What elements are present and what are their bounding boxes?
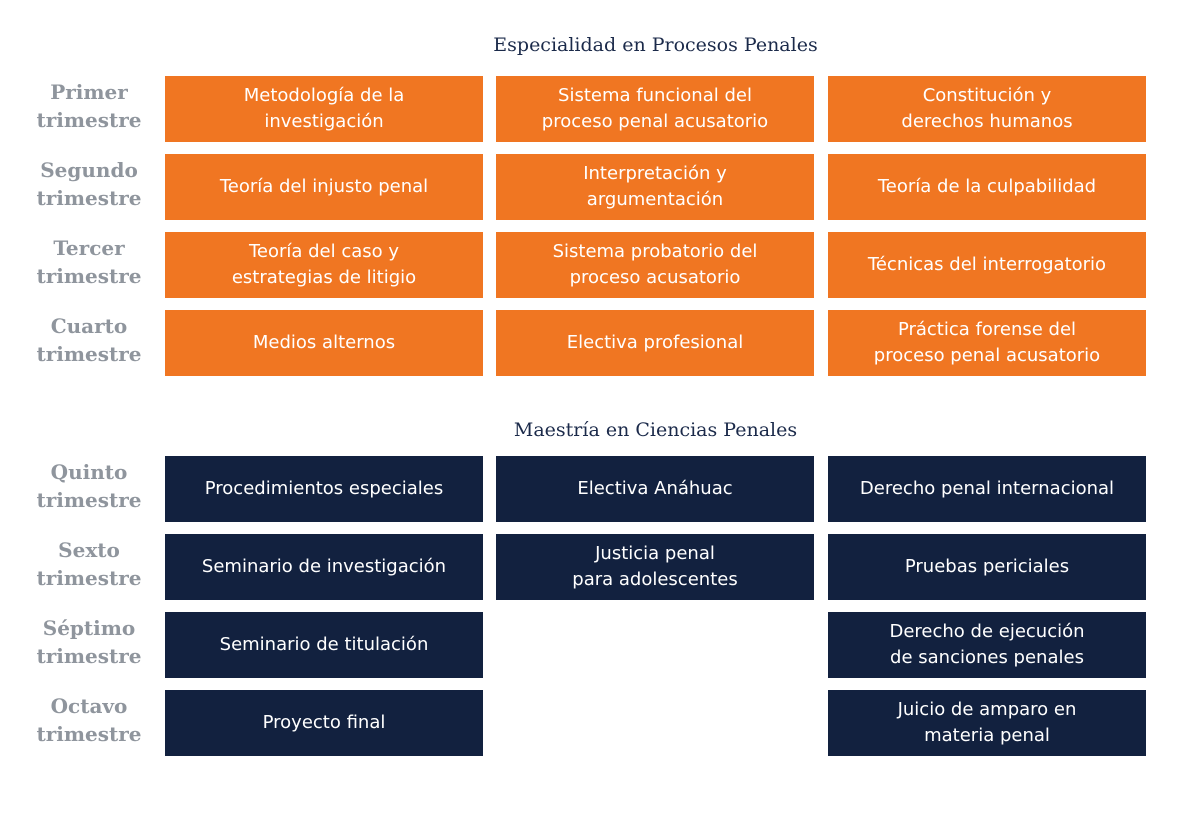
course-derecho-ejecucion-sanciones: Derecho de ejecución de sanciones penale… — [828, 612, 1146, 678]
row-label-line-2: trimestre — [36, 264, 142, 288]
course-electiva-anahuac: Electiva Anáhuac — [496, 456, 814, 522]
course-electiva-profesional: Electiva profesional — [496, 310, 814, 376]
row-label-line-1: Segundo — [40, 158, 138, 182]
course-justicia-penal-adolescentes: Justicia penal para adolescentes — [496, 534, 814, 600]
course-juicio-amparo: Juicio de amparo en materia penal — [828, 690, 1146, 756]
row-label-cuarto-trimestre: Cuarto trimestre — [30, 312, 148, 368]
row-label-octavo-trimestre: Octavo trimestre — [30, 692, 148, 748]
section-title-especialidad: Especialidad en Procesos Penales — [493, 34, 818, 56]
row-label-line-2: trimestre — [36, 488, 142, 512]
course-pruebas-periciales: Pruebas periciales — [828, 534, 1146, 600]
row-label-line-2: trimestre — [36, 186, 142, 210]
course-proyecto-final: Proyecto final — [165, 690, 483, 756]
course-tecnicas-interrogatorio: Técnicas del interrogatorio — [828, 232, 1146, 298]
course-teoria-caso: Teoría del caso y estrategias de litigio — [165, 232, 483, 298]
row-label-line-2: trimestre — [36, 722, 142, 746]
course-sistema-funcional: Sistema funcional del proceso penal acus… — [496, 76, 814, 142]
course-procedimientos-especiales: Procedimientos especiales — [165, 456, 483, 522]
row-label-line-2: trimestre — [36, 342, 142, 366]
row-label-line-1: Séptimo — [42, 616, 136, 640]
course-constitucion-derechos-humanos: Constitución y derechos humanos — [828, 76, 1146, 142]
course-sistema-probatorio: Sistema probatorio del proceso acusatori… — [496, 232, 814, 298]
row-label-quinto-trimestre: Quinto trimestre — [30, 458, 148, 514]
row-label-line-2: trimestre — [36, 644, 142, 668]
row-label-sexto-trimestre: Sexto trimestre — [30, 536, 148, 592]
row-label-segundo-trimestre: Segundo trimestre — [30, 156, 148, 212]
row-label-line-1: Quinto — [50, 460, 128, 484]
row-label-line-2: trimestre — [36, 108, 142, 132]
course-derecho-penal-internacional: Derecho penal internacional — [828, 456, 1146, 522]
course-seminario-titulacion: Seminario de titulación — [165, 612, 483, 678]
row-label-tercer-trimestre: Tercer trimestre — [30, 234, 148, 290]
row-label-line-1: Primer — [50, 80, 128, 104]
course-practica-forense: Práctica forense del proceso penal acusa… — [828, 310, 1146, 376]
row-label-septimo-trimestre: Séptimo trimestre — [30, 614, 148, 670]
row-label-line-2: trimestre — [36, 566, 142, 590]
course-interpretacion-argumentacion: Interpretación y argumentación — [496, 154, 814, 220]
row-label-line-1: Cuarto — [50, 314, 128, 338]
row-label-line-1: Sexto — [58, 538, 120, 562]
course-metodologia-investigacion: Metodología de la investigación — [165, 76, 483, 142]
row-label-primer-trimestre: Primer trimestre — [30, 78, 148, 134]
course-teoria-culpabilidad: Teoría de la culpabilidad — [828, 154, 1146, 220]
course-seminario-investigacion: Seminario de investigación — [165, 534, 483, 600]
course-medios-alternos: Medios alternos — [165, 310, 483, 376]
course-teoria-injusto-penal: Teoría del injusto penal — [165, 154, 483, 220]
row-label-line-1: Octavo — [50, 694, 128, 718]
section-title-maestria: Maestría en Ciencias Penales — [513, 419, 798, 441]
row-label-line-1: Tercer — [53, 236, 125, 260]
